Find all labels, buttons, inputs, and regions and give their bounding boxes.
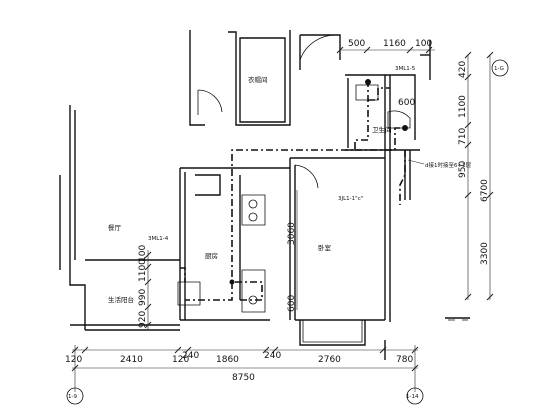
left-dimensions: 100 1100 990 920 — [138, 245, 152, 330]
dim-left-1100: 1100 — [138, 259, 148, 282]
riser-label-top: 3ML1-5 — [395, 66, 416, 72]
axis-label-bottom-right: 1-14 — [406, 394, 419, 400]
dim-bottom-2760: 2760 — [318, 355, 341, 365]
dim-right-1100: 1100 — [458, 95, 468, 118]
axis-bubble — [491, 59, 509, 77]
dim-right-950: 950 — [458, 161, 468, 178]
dim-bottom-240-b: 240 — [264, 351, 281, 361]
inner-dimensions: 3060 600 — [287, 190, 298, 312]
riser-marker — [365, 79, 371, 85]
room-bedroom: 卧室 — [318, 243, 332, 252]
riser-marker — [229, 279, 235, 285]
dim-bottom-120-a: 120 — [65, 355, 82, 365]
riser-label-left: 3ML1-4 — [148, 236, 169, 242]
dim-right-6700: 6700 — [480, 179, 490, 202]
pipes — [180, 79, 408, 301]
dim-top-500: 500 — [348, 39, 365, 49]
dim-bath-600: 600 — [398, 98, 415, 108]
dim-right-420: 420 — [458, 61, 468, 78]
room-clothes: 衣帽间 — [248, 75, 268, 84]
riser-marker — [402, 125, 408, 131]
dim-left-990: 990 — [138, 289, 148, 306]
pipe-note: d接1时接至6+1层 — [425, 161, 472, 169]
bottom-dimensions: 120 2410 120 240 1860 240 2760 780 8750 … — [65, 345, 424, 405]
dim-bottom-120-b: 120 — [172, 355, 189, 365]
room-balcony: 生活阳台 — [108, 295, 134, 304]
axis-bubble — [66, 387, 84, 405]
room-bath: 卫生间 — [372, 125, 392, 134]
top-dimensions: 500 1160 100 600 — [336, 39, 435, 108]
dim-bottom-240-a: 240 — [182, 351, 199, 361]
dim-right-3300: 3300 — [480, 242, 490, 265]
dim-inner-600: 600 — [287, 295, 297, 312]
dim-bottom-2410: 2410 — [120, 355, 143, 365]
dim-bottom-780: 780 — [396, 355, 413, 365]
dim-right-710: 710 — [458, 128, 468, 145]
axis-bubble — [406, 387, 424, 405]
walls — [59, 30, 431, 360]
dim-top-1160: 1160 — [383, 39, 406, 49]
right-dimensions: 420 1100 710 950 6700 3300 1-G — [445, 51, 509, 321]
pipe-labels: 3ML1-5 3JL1-1"c" 3ML1-4 d接1时接至6+1层 — [148, 66, 472, 242]
room-kitchen: 厨房 — [205, 251, 218, 260]
axis-label-right-top: 1-G — [494, 66, 504, 72]
dim-top-100: 100 — [415, 39, 432, 49]
axis-label-bottom-left: 1-9 — [68, 394, 77, 400]
room-labels: 衣帽间 卫生间 餐厅 厨房 卧室 生活阳台 — [108, 75, 392, 304]
dim-inner-3060: 3060 — [287, 222, 297, 245]
dim-bottom-total: 8750 — [232, 373, 255, 383]
riser-label-main: 3JL1-1"c" — [338, 196, 363, 202]
dim-bottom-1860: 1860 — [216, 355, 239, 365]
dim-left-100: 100 — [138, 245, 148, 262]
room-dining: 餐厅 — [108, 223, 122, 232]
dim-left-920: 920 — [138, 311, 148, 328]
